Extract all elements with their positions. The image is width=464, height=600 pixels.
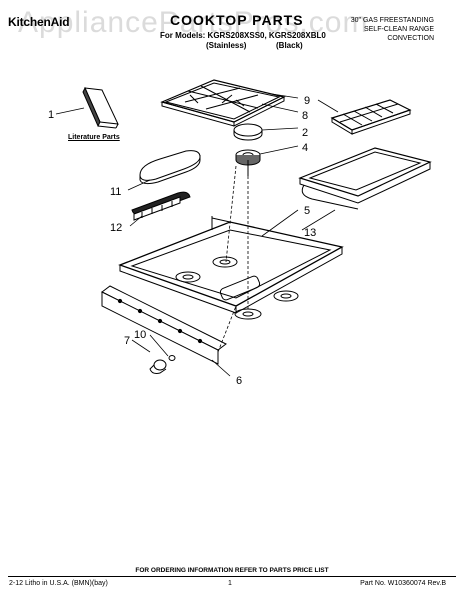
callout-8: 8 (302, 110, 308, 122)
callout-2: 2 (302, 127, 308, 139)
footer-part-number: Part No. W10360074 Rev.B (360, 580, 446, 587)
page-title: COOKTOP PARTS (170, 12, 304, 28)
griddle (298, 147, 432, 210)
callout-13: 13 (304, 227, 316, 239)
control-knob (149, 355, 176, 374)
range-description-line1: 30" GAS FREESTANDING (350, 17, 434, 24)
callout-12: 12 (110, 222, 122, 234)
footer-ordering-note: FOR ORDERING INFORMATION REFER TO PARTS … (135, 567, 329, 574)
burner-assembly (131, 191, 191, 221)
callout-5: 5 (304, 205, 310, 217)
footer-litho: 2-12 Litho in U.S.A. (BMN)(bay) (9, 580, 108, 587)
range-description-line3: CONVECTION (387, 35, 434, 42)
range-description-line2: SELF-CLEAN RANGE (363, 26, 434, 33)
variant-stainless: (Stainless) (206, 41, 247, 50)
footer-page-number: 1 (228, 580, 232, 587)
callout-1: 1 (48, 109, 54, 121)
small-grate (330, 99, 412, 135)
watermark: AppliancePartsPros.com (18, 6, 369, 39)
burner-cap (233, 123, 263, 141)
burner-head (235, 149, 261, 176)
leader-lines (55, 93, 339, 377)
cooktop-main-top (118, 216, 344, 320)
literature-parts-label: Literature Parts (68, 134, 120, 141)
variant-black: (Black) (276, 41, 303, 50)
models-line: For Models: KGRS208XSS0, KGRS208XBL0 (160, 31, 326, 40)
callout-10: 10 (134, 329, 146, 341)
callout-7: 7 (124, 335, 130, 347)
burner-cover (139, 150, 201, 185)
callout-11: 11 (110, 186, 121, 198)
manifold-panel (101, 285, 227, 365)
burner-grate (160, 79, 286, 127)
literature-booklet (82, 86, 119, 129)
callout-4: 4 (302, 142, 308, 154)
footer-divider (8, 576, 456, 577)
brand-logo: KitchenAid (8, 15, 70, 29)
callout-9: 9 (304, 95, 310, 107)
callout-6: 6 (236, 375, 242, 387)
